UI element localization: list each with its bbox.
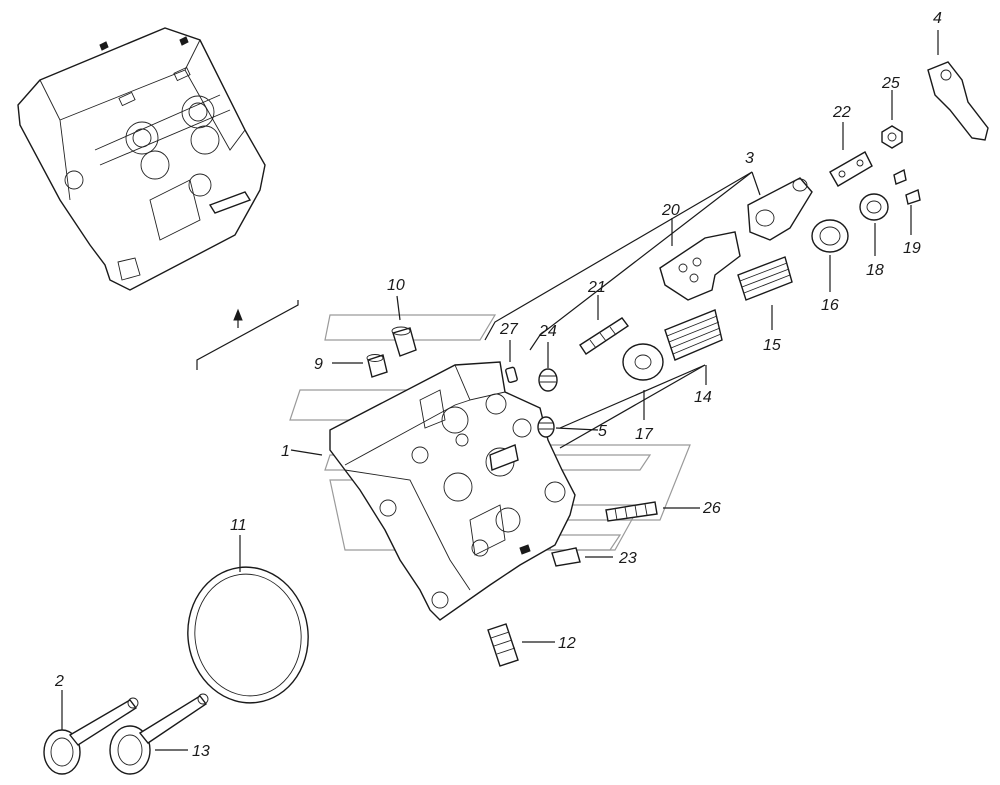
bracket-part-20 bbox=[659, 231, 741, 301]
callout-4: 4 bbox=[933, 10, 942, 27]
washer-part-16 bbox=[811, 219, 849, 253]
spring-part-15 bbox=[737, 256, 793, 301]
callout-17: 17 bbox=[635, 426, 654, 443]
valve-part-13 bbox=[109, 693, 209, 775]
direction-arrow bbox=[196, 300, 299, 370]
assembled-cylinder-head bbox=[17, 27, 266, 291]
plug-part-5 bbox=[537, 416, 555, 438]
callout-19: 19 bbox=[903, 240, 921, 257]
callout-3: 3 bbox=[745, 150, 754, 167]
key-part-19 bbox=[893, 168, 921, 205]
callout-9: 9 bbox=[314, 356, 323, 373]
callout-16: 16 bbox=[821, 297, 839, 314]
bushing-part-9 bbox=[366, 354, 388, 378]
leader-lines bbox=[61, 30, 939, 751]
plug-part-23 bbox=[551, 547, 581, 567]
rocker-holder-part-3 bbox=[747, 177, 813, 241]
callout-14: 14 bbox=[694, 389, 712, 406]
clip-part-22 bbox=[829, 151, 873, 187]
callout-23: 23 bbox=[618, 550, 637, 567]
callout-24: 24 bbox=[538, 323, 557, 340]
plug-part-12 bbox=[487, 623, 519, 667]
callout-5: 5 bbox=[598, 423, 607, 440]
rocker-arm-part-4 bbox=[927, 61, 989, 141]
sealing-ring-part-11 bbox=[187, 566, 309, 704]
plug-part-24 bbox=[538, 368, 558, 392]
stud-part-21 bbox=[579, 317, 630, 355]
plate-part-17 bbox=[622, 343, 664, 381]
bushing-part-10 bbox=[391, 326, 417, 357]
callout-2: 2 bbox=[54, 673, 64, 690]
callout-22: 22 bbox=[832, 104, 851, 121]
callout-18: 18 bbox=[866, 262, 884, 279]
callout-13: 13 bbox=[192, 743, 210, 760]
callout-10: 10 bbox=[387, 277, 405, 294]
callout-26: 26 bbox=[702, 500, 721, 517]
callout-1: 1 bbox=[281, 443, 290, 460]
callout-12: 12 bbox=[558, 635, 576, 652]
nut-part-25 bbox=[881, 125, 903, 149]
stud-part-26 bbox=[605, 501, 658, 522]
callout-15: 15 bbox=[763, 337, 781, 354]
plug-part-27 bbox=[505, 366, 518, 384]
callout-27: 27 bbox=[499, 321, 519, 338]
callout-11: 11 bbox=[230, 517, 247, 534]
cylinder-head-part-1 bbox=[329, 361, 576, 621]
callout-21: 21 bbox=[587, 279, 606, 296]
callout-20: 20 bbox=[661, 202, 680, 219]
callout-25: 25 bbox=[881, 75, 900, 92]
spring-part-14 bbox=[664, 309, 723, 361]
callout-labels: 4 25 22 3 20 19 18 10 21 16 27 24 15 9 1… bbox=[54, 10, 942, 760]
washer-part-18 bbox=[859, 193, 889, 221]
